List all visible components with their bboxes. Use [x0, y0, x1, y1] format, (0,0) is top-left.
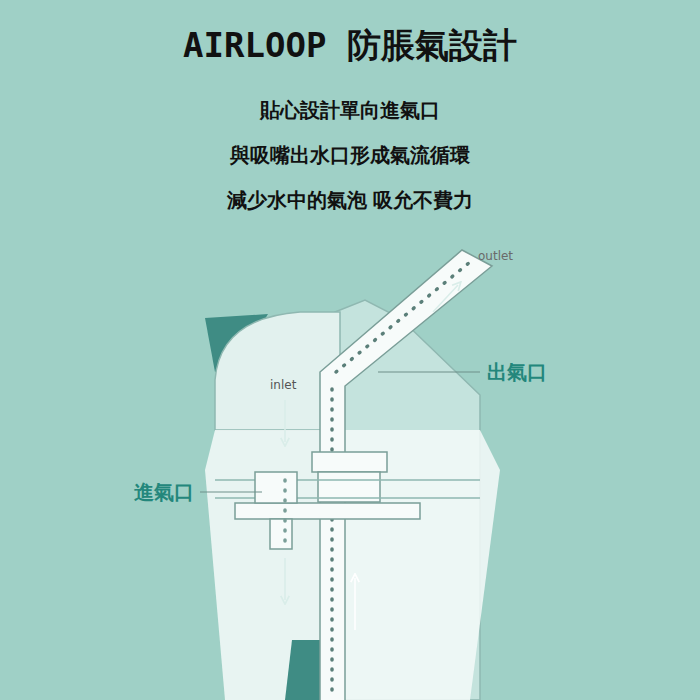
inlet-valve	[255, 472, 297, 503]
callout-label: 出氣口	[487, 360, 547, 384]
straw-base	[285, 640, 322, 700]
description-line: 減少水中的氣泡 吸允不費力	[227, 188, 474, 212]
flow-arrow	[354, 578, 356, 630]
straw-dots	[336, 262, 470, 372]
ring-plate	[235, 503, 420, 519]
collar	[312, 452, 387, 472]
part-label: inlet	[270, 378, 296, 392]
inlet-valve-stem	[270, 519, 292, 549]
flow-arrow	[433, 285, 458, 312]
straw-dots	[330, 380, 334, 690]
description-line: 貼心設計單向進氣口	[260, 98, 440, 122]
bottle-body	[205, 430, 500, 700]
leader-line	[200, 491, 262, 492]
flow-arrow	[284, 400, 286, 442]
leader-line	[378, 371, 480, 372]
description-line: 與吸嘴出水口形成氣流循環	[230, 143, 470, 167]
title: AIRLOOP 防脹氣設計	[183, 25, 517, 66]
callout-label: 進氣口	[134, 480, 194, 504]
part-label: outlet	[478, 249, 513, 263]
air-dots	[283, 480, 287, 548]
flow-arrow	[284, 558, 286, 600]
